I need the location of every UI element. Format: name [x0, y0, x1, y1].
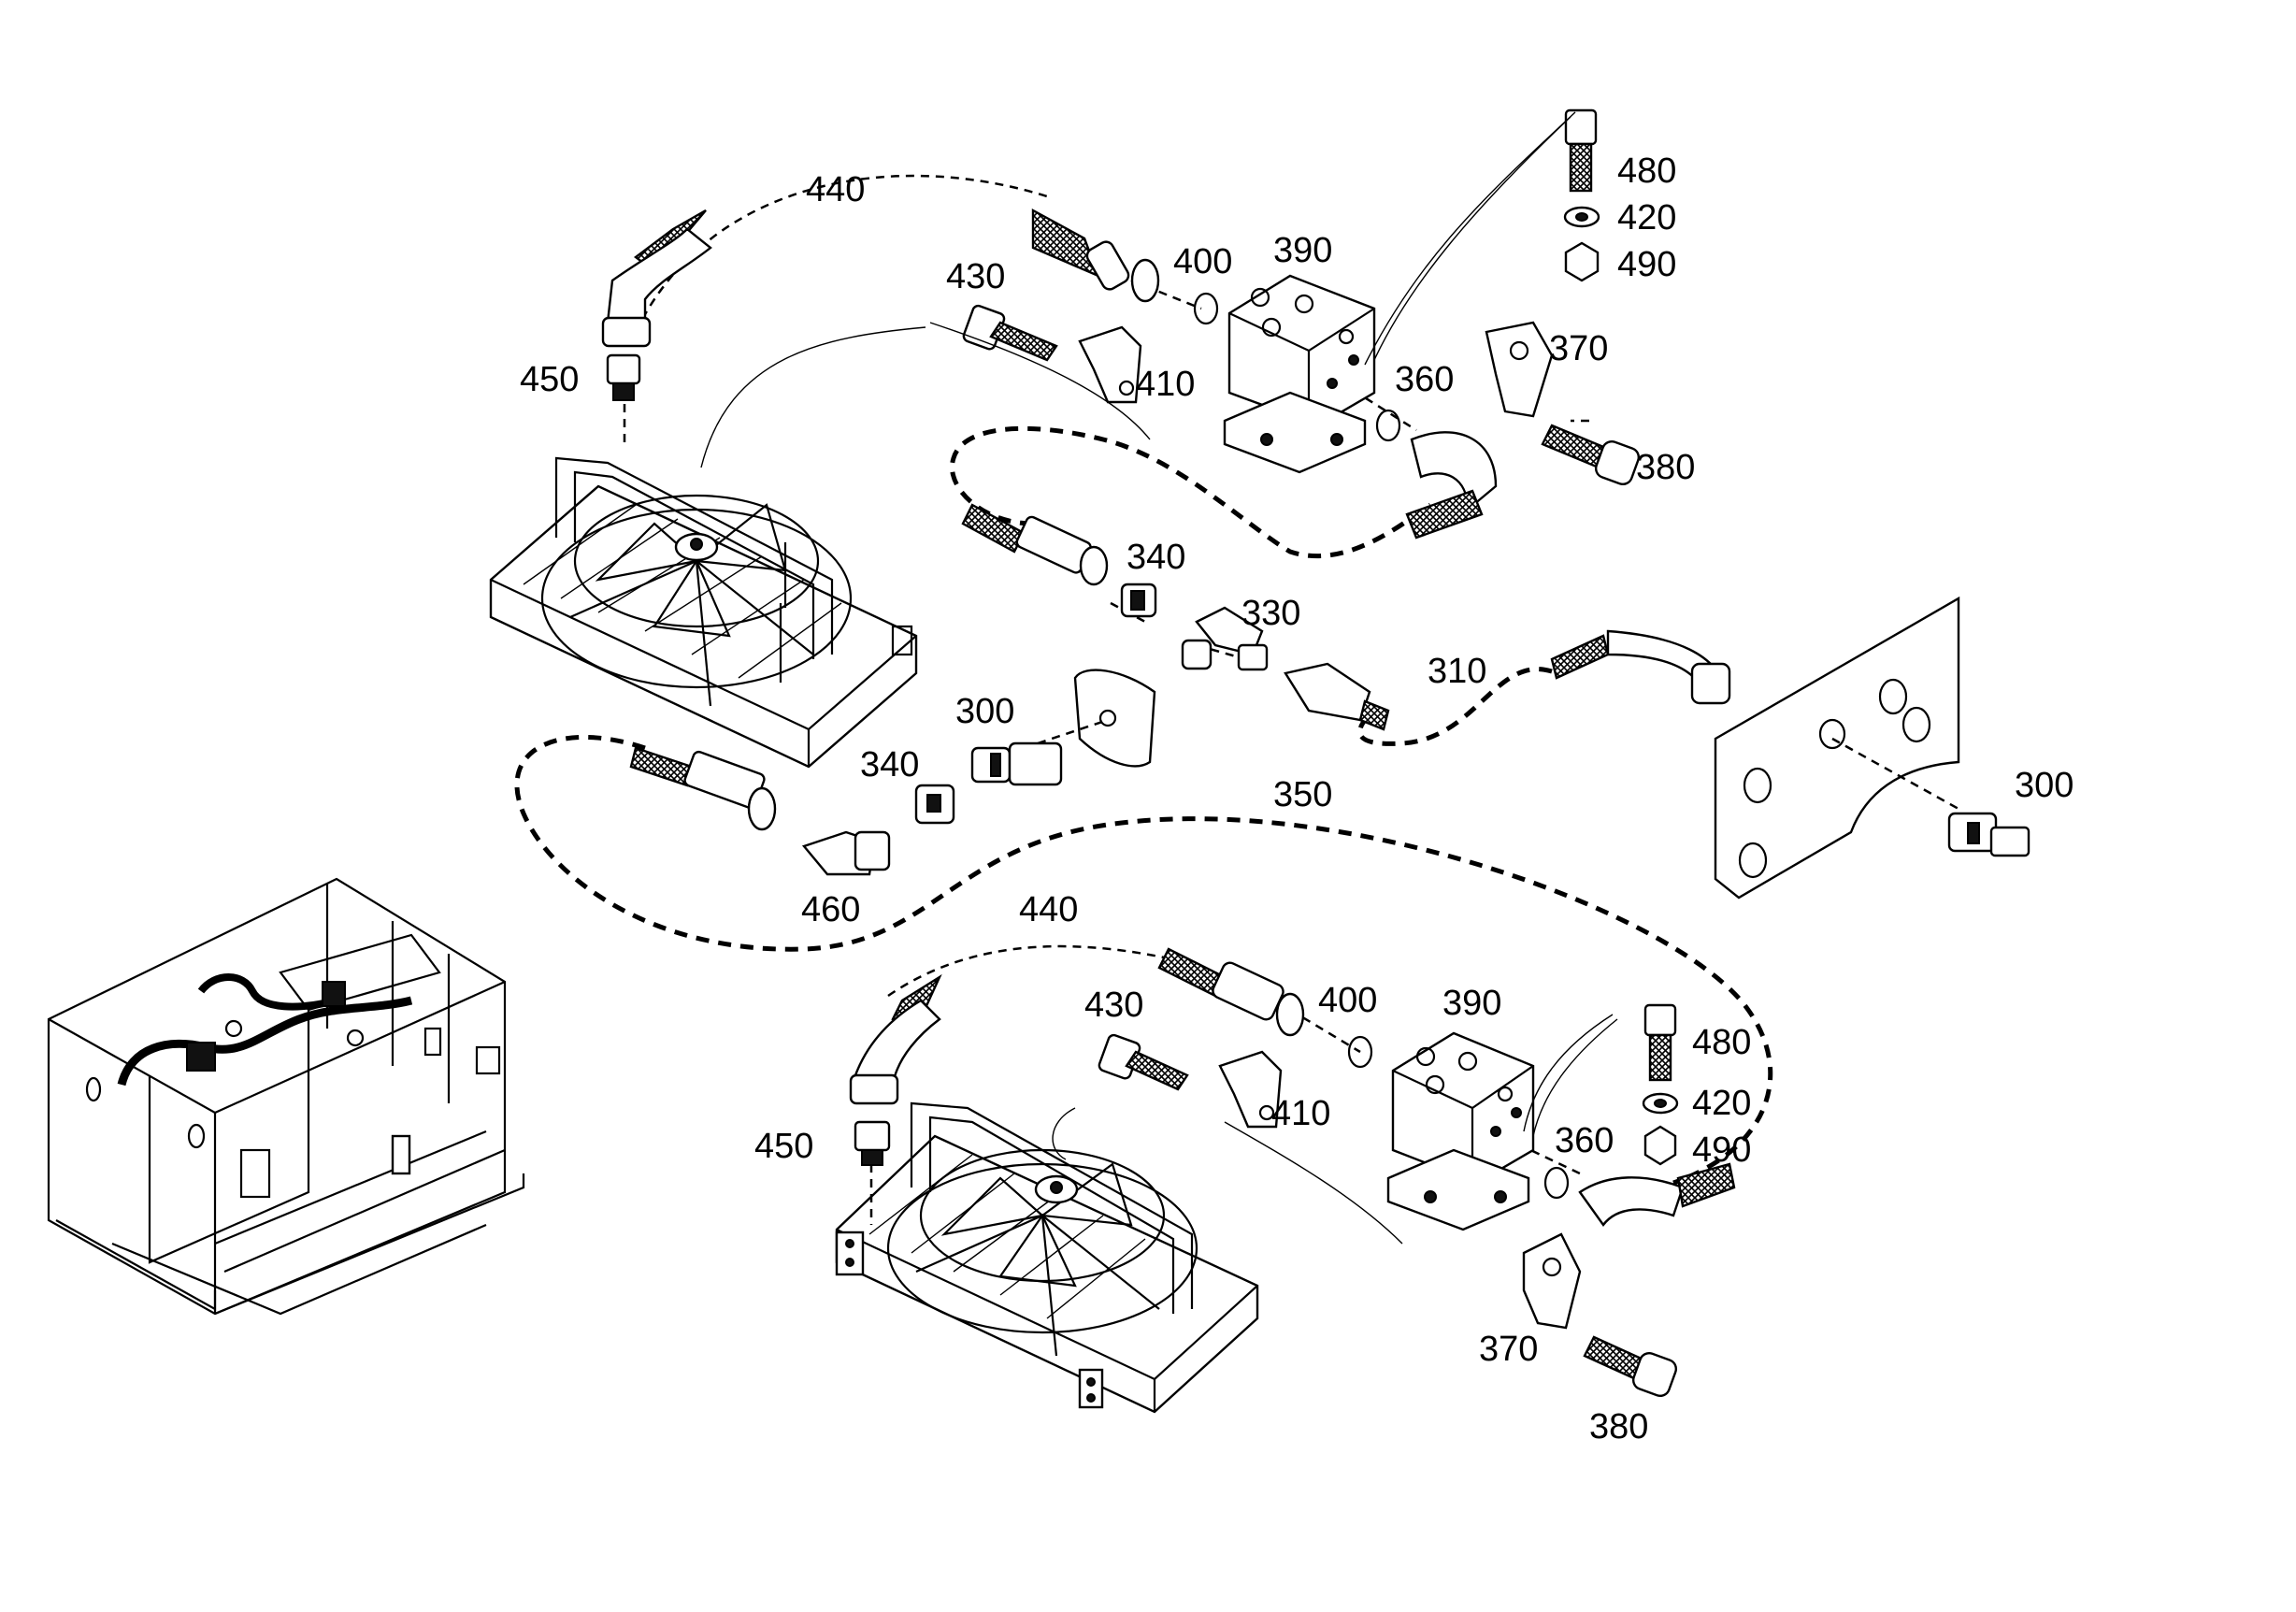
callout-310: 310: [1428, 652, 1486, 691]
callout-430-lower: 430: [1084, 986, 1143, 1025]
hose-route-upper-return: [950, 425, 1432, 559]
hose-route-350: [514, 734, 1773, 1186]
callout-350: 350: [1273, 775, 1332, 814]
leader-300-right: [1831, 737, 1959, 811]
callout-490-lower: 490: [1692, 1130, 1751, 1170]
leader-480-390: [1364, 111, 1576, 366]
callout-labels: 440 450 430 400 390 410 360 370 380 480 …: [520, 151, 2074, 1446]
callout-480-lower: 480: [1692, 1023, 1751, 1062]
callout-400-upper: 400: [1173, 242, 1232, 281]
callout-420-upper: 420: [1617, 198, 1676, 237]
callout-450-upper: 450: [520, 360, 579, 399]
callout-420-lower: 420: [1692, 1084, 1751, 1123]
callout-330: 330: [1241, 594, 1300, 633]
callout-380-upper: 380: [1636, 448, 1695, 487]
callout-300-center: 300: [955, 692, 1014, 731]
lower-fittings: [849, 947, 1736, 1398]
hose-route-440-upper: [634, 174, 1048, 333]
upper-cooler-fan-assembly: [489, 456, 918, 769]
machine-frame: [47, 877, 525, 1316]
callout-370-upper: 370: [1549, 329, 1608, 368]
callout-370-lower: 370: [1479, 1330, 1538, 1369]
callout-450-lower: 450: [754, 1127, 813, 1166]
callout-460: 460: [801, 890, 860, 929]
callout-360-upper: 360: [1395, 360, 1454, 399]
hose-route-440-lower: [887, 944, 1170, 998]
bracket-plate: [1073, 669, 1156, 768]
callout-490-upper: 490: [1617, 245, 1676, 284]
callout-300-right: 300: [2015, 766, 2074, 805]
callout-340-lower: 340: [860, 745, 919, 784]
callout-430-upper: 430: [946, 257, 1005, 296]
callout-390-upper: 390: [1273, 231, 1332, 270]
callout-410-upper: 410: [1136, 365, 1195, 404]
leader-400-upper: [1130, 279, 1202, 310]
callout-400-lower: 400: [1318, 981, 1377, 1020]
callout-390-lower: 390: [1442, 984, 1501, 1023]
callout-440-upper: 440: [806, 170, 865, 209]
callout-380-lower: 380: [1589, 1407, 1648, 1446]
leader-400-lower: [1289, 1008, 1361, 1054]
callout-340-upper: 340: [1126, 538, 1185, 577]
callout-480-upper: 480: [1617, 151, 1676, 191]
center-fittings: [629, 503, 2031, 876]
upper-fittings: [601, 108, 1641, 540]
callout-360-lower: 360: [1555, 1121, 1614, 1160]
lower-cooler-fan-assembly: [835, 1101, 1259, 1414]
callout-410-lower: 410: [1271, 1094, 1330, 1133]
leader-300-center: [1037, 718, 1109, 745]
mounting-plate: [1714, 596, 1960, 900]
callout-440-lower: 440: [1019, 890, 1078, 929]
